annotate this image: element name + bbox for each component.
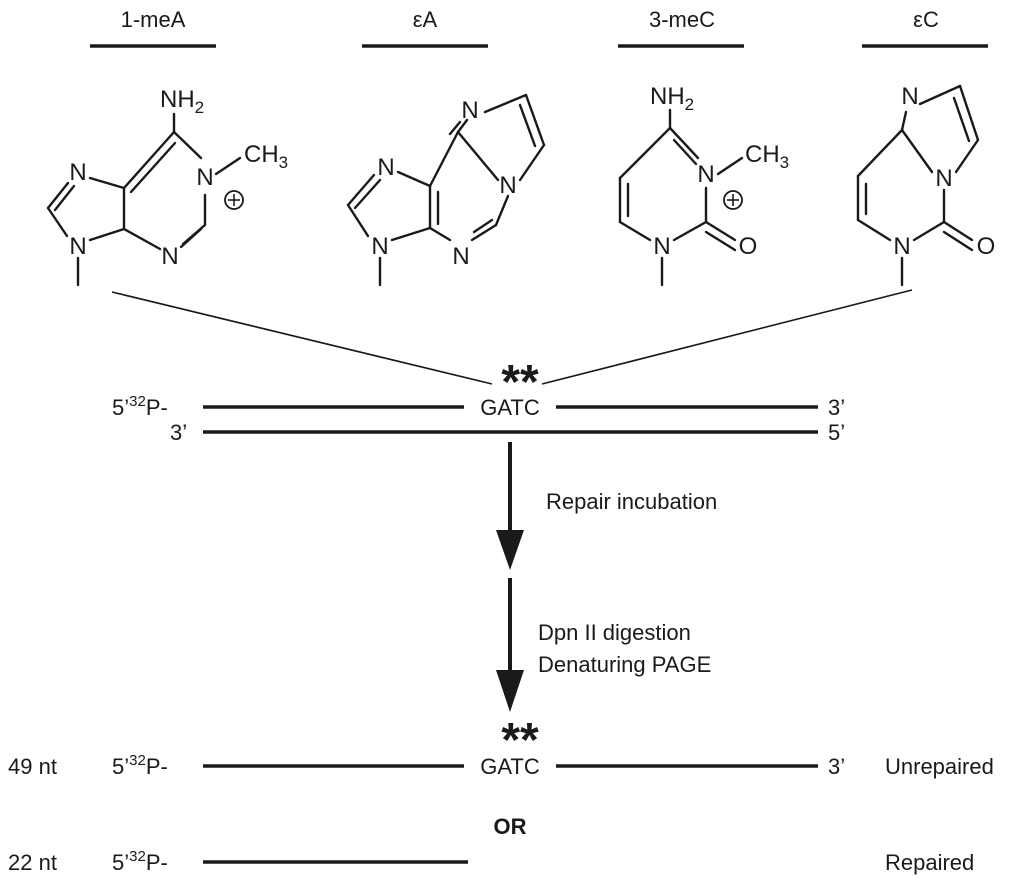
amino-group: NH2 [160, 86, 204, 117]
product-repaired: 22 nt 5’32P- Repaired [8, 848, 974, 875]
base-label-3-mec: 3-meC [649, 7, 715, 32]
fragment-size-49nt: 49 nt [8, 754, 57, 779]
structure-ea: N N N N N [346, 93, 546, 287]
lesion-marks: ** [501, 356, 539, 409]
n3-atom: N [697, 161, 714, 188]
structure-ec: N N N O [856, 83, 996, 287]
arrow-head-icon [496, 670, 524, 712]
n3-atom: N [161, 243, 178, 270]
recognition-site: GATC [480, 754, 540, 779]
n-bridge-atom: N [935, 165, 952, 192]
base-label-1-mea: 1-meA [121, 7, 186, 32]
connector-line-right [541, 289, 913, 385]
step-2-label-line-2: Denaturing PAGE [538, 652, 711, 677]
methyl-group: CH3 [244, 141, 288, 172]
n-bridge-atom: N [499, 172, 516, 199]
top-strand-3prime-label: 3’ [828, 395, 845, 420]
unrepaired-5prime-label: 5’32P- [112, 752, 168, 779]
unrepaired-3prime-label: 3’ [828, 754, 845, 779]
substrate-duplex: ** 5’32P- GATC 3’ 3’ 5’ [112, 356, 845, 445]
base-label-ea: εA [413, 7, 438, 32]
product-unrepaired: ** 49 nt 5’32P- GATC 3’ Unrepaired [8, 714, 994, 779]
base-labels: 1-meA εA 3-meC εC [90, 7, 988, 48]
process-arrow-2 [496, 578, 524, 712]
connector-line-left [111, 291, 493, 385]
step-2-label-line-1: Dpn II digestion [538, 620, 691, 645]
n9-atom: N [69, 233, 86, 260]
n-top-atom: N [461, 97, 478, 124]
repaired-label: Repaired [885, 850, 974, 875]
top-strand-5prime-label: 5’32P- [112, 393, 168, 420]
positive-charge-icon [224, 190, 244, 210]
fragment-size-22nt: 22 nt [8, 850, 57, 875]
n7-atom: N [69, 159, 86, 186]
recognition-site: GATC [480, 395, 540, 420]
positive-charge-icon [723, 190, 743, 210]
bottom-strand-5prime-label: 5’ [828, 420, 845, 445]
lesion-marks: ** [501, 714, 539, 767]
process-arrow-1 [496, 442, 524, 570]
n-left-atom: N [377, 154, 394, 181]
amino-group: NH2 [650, 83, 694, 114]
structure-3-mec: N N O NH2 CH3 [618, 83, 789, 287]
unrepaired-label: Unrepaired [885, 754, 994, 779]
n1-atom: N [653, 233, 670, 260]
methyl-group: CH3 [745, 141, 789, 172]
n-bottom-atom: N [452, 243, 469, 270]
arrow-head-icon [496, 530, 524, 570]
oxo-atom: O [977, 233, 996, 260]
bottom-strand-3prime-label: 3’ [170, 420, 187, 445]
step-1-label: Repair incubation [546, 489, 717, 514]
structure-1-mea: N N N N NH2 CH3 [46, 86, 288, 287]
n-bottom-atom: N [893, 233, 910, 260]
n-bottom-left-atom: N [371, 233, 388, 260]
n1-atom: N [196, 164, 213, 191]
or-label: OR [494, 814, 527, 839]
oxo-atom: O [739, 233, 758, 260]
n-top-atom: N [901, 83, 918, 110]
base-label-ec: εC [913, 7, 939, 32]
repaired-5prime-label: 5’32P- [112, 848, 168, 875]
